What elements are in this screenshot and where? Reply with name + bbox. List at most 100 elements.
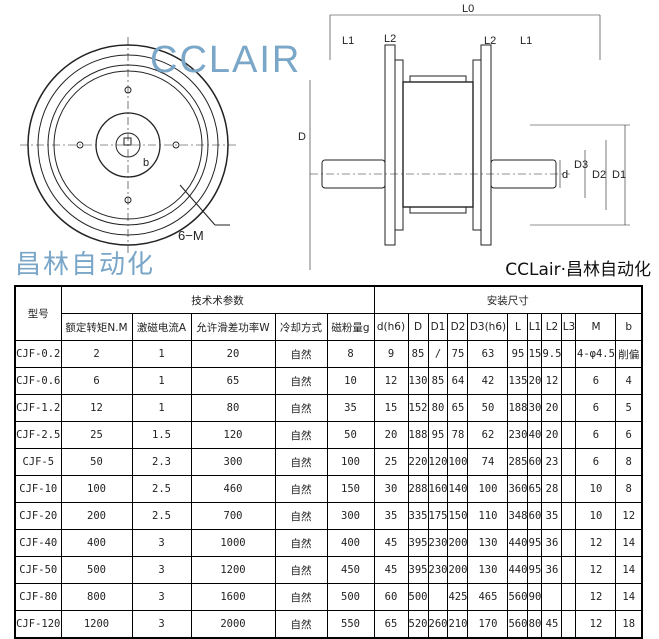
table-cell xyxy=(561,610,577,639)
column-header: D xyxy=(407,313,429,341)
table-cell: 95 xyxy=(527,556,543,584)
table-cell: 8 xyxy=(326,340,375,368)
table-cell: 170 xyxy=(467,610,509,639)
table-cell: 62 xyxy=(467,421,509,449)
d-outer-label: D xyxy=(298,131,306,143)
table-cell: 50 xyxy=(326,421,375,449)
table-cell: 自然 xyxy=(274,340,328,368)
table-cell: 6 xyxy=(575,394,617,422)
table-cell: 36 xyxy=(541,529,563,557)
model-cell: CJF-1.2 xyxy=(14,394,62,422)
table-cell: 800 xyxy=(60,583,133,611)
table-cell: 6 xyxy=(615,421,643,449)
table-cell: 削偏 xyxy=(615,340,643,368)
table-cell: 5 xyxy=(615,394,643,422)
table-cell: 自然 xyxy=(274,583,328,611)
table-cell: 335 xyxy=(407,502,429,530)
table-cell: 12 xyxy=(575,583,617,611)
table-cell: 20 xyxy=(541,394,563,422)
table-cell: 50 xyxy=(467,394,509,422)
table-cell: 12 xyxy=(575,529,617,557)
table-cell: 35 xyxy=(373,502,409,530)
table-cell: 60 xyxy=(373,583,409,611)
table-cell: 450 xyxy=(326,556,375,584)
table-cell: 14 xyxy=(615,556,643,584)
table-cell: 188 xyxy=(507,394,529,422)
table-cell: 285 xyxy=(507,448,529,476)
l2-label-right: L2 xyxy=(484,35,496,47)
table-cell: 130 xyxy=(407,367,429,395)
table-cell: 6 xyxy=(575,448,617,476)
table-cell: 2 xyxy=(60,340,133,368)
table-cell: 60 xyxy=(527,448,543,476)
table-cell: 152 xyxy=(407,394,429,422)
table-cell: 1200 xyxy=(60,610,133,639)
table-cell: 6 xyxy=(575,367,617,395)
table-cell: 15 xyxy=(373,394,409,422)
table-cell: 6 xyxy=(60,367,133,395)
model-cell: CJF-2.5 xyxy=(14,421,62,449)
install-dims-header: 安装尺寸 xyxy=(373,285,643,314)
table-cell xyxy=(561,340,577,368)
table-cell: 自然 xyxy=(274,367,328,395)
table-cell: 2.5 xyxy=(131,502,192,530)
table-cell: 360 xyxy=(507,475,529,503)
table-cell: 20 xyxy=(373,421,409,449)
table-cell: 200 xyxy=(447,529,469,557)
table-cell: 200 xyxy=(60,502,133,530)
table-cell xyxy=(561,556,577,584)
table-cell: 2.3 xyxy=(131,448,192,476)
table-cell: 35 xyxy=(541,502,563,530)
table-cell: 395 xyxy=(407,529,429,557)
column-header: 冷却方式 xyxy=(274,313,328,341)
table-cell: 12 xyxy=(541,367,563,395)
table-cell: 4-φ4.5 xyxy=(575,340,617,368)
table-cell: / xyxy=(427,340,449,368)
table-cell: 230 xyxy=(507,421,529,449)
table-cell: 80 xyxy=(190,394,276,422)
l2-label-left: L2 xyxy=(384,33,396,45)
table-cell xyxy=(541,583,563,611)
d1-label: D1 xyxy=(612,169,626,181)
table-cell: 500 xyxy=(407,583,429,611)
table-cell: 42 xyxy=(467,367,509,395)
table-cell: 35 xyxy=(326,394,375,422)
table-cell: 135 xyxy=(507,367,529,395)
table-cell: 188 xyxy=(407,421,429,449)
table-cell: 自然 xyxy=(274,394,328,422)
table-cell: 65 xyxy=(527,475,543,503)
table-cell: 25 xyxy=(60,421,133,449)
table-cell: 1 xyxy=(131,367,192,395)
table-cell: 110 xyxy=(467,502,509,530)
table-cell: 自然 xyxy=(274,421,328,449)
table-cell: 65 xyxy=(190,367,276,395)
table-cell: 45 xyxy=(373,529,409,557)
table-cell: 20 xyxy=(527,367,543,395)
table-cell: 400 xyxy=(326,529,375,557)
column-header: L1 xyxy=(527,313,543,341)
column-header: b xyxy=(615,313,643,341)
table-cell: 700 xyxy=(190,502,276,530)
table-cell: 15 xyxy=(527,340,543,368)
table-cell: 4 xyxy=(615,367,643,395)
table-cell: 45 xyxy=(541,610,563,639)
table-cell: 130 xyxy=(467,529,509,557)
b-label: b xyxy=(143,157,149,169)
table-cell xyxy=(561,367,577,395)
model-cell: CJF-120 xyxy=(14,610,62,639)
table-cell: 120 xyxy=(427,448,449,476)
table-cell: 78 xyxy=(447,421,469,449)
column-header: M xyxy=(575,313,617,341)
side-view xyxy=(309,14,630,270)
table-cell: 130 xyxy=(467,556,509,584)
table-cell: 300 xyxy=(326,502,375,530)
table-cell: 1 xyxy=(131,394,192,422)
table-cell: 3 xyxy=(131,529,192,557)
table-cell xyxy=(561,394,577,422)
